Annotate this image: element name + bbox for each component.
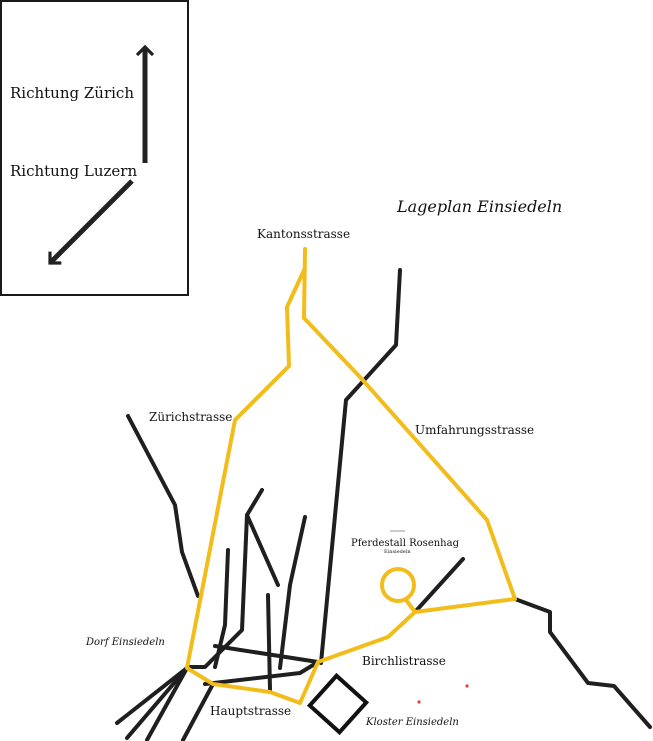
street-hauptstrasse-arc (203, 660, 320, 686)
street-center-4 (266, 593, 272, 692)
poi-dot-2 (465, 684, 469, 688)
street-radial-2 (125, 666, 189, 740)
map-title: Lageplan Einsiedeln (396, 197, 562, 216)
street-radial-3 (145, 666, 189, 741)
street-rosenhag-spur (413, 557, 465, 614)
southwest-arrow-icon (48, 179, 134, 265)
street-west-diagonal (126, 414, 200, 598)
poi-dot-1 (417, 700, 421, 704)
direction-luzern-label: Richtung Luzern (10, 162, 137, 180)
label-kantonsstrasse: Kantonsstrasse (257, 227, 350, 241)
direction-legend: Richtung Zürich Richtung Luzern (0, 0, 189, 296)
street-center-5 (278, 515, 307, 670)
label-zuerichstrasse: Zürichstrasse (149, 410, 232, 424)
label-dorf-einsiedeln: Dorf Einsiedeln (85, 637, 165, 648)
label-hauptstrasse: Hauptstrasse (210, 704, 291, 718)
kantonsstrasse-road (185, 247, 517, 705)
destination-marker-icon (380, 567, 416, 603)
street-east-exit (513, 597, 652, 729)
label-kloster-einsiedeln: Kloster Einsiedeln (365, 717, 459, 728)
label-umfahrungsstrasse: Umfahrungsstrasse (415, 423, 534, 437)
secondary-streets (115, 268, 652, 741)
kloster-building-icon (306, 672, 370, 736)
label-birchlistrasse: Birchlistrasse (362, 654, 446, 668)
direction-zurich-label: Richtung Zürich (10, 84, 134, 102)
street-center-3 (245, 513, 280, 587)
street-radial-1 (115, 666, 189, 725)
street-dorf-link (213, 644, 320, 664)
main-roads (185, 247, 517, 705)
street-center-1 (188, 488, 264, 669)
destination-name: Pferdestall Rosenhag (351, 538, 460, 549)
destination-subname: Einsiedeln (384, 549, 411, 555)
street-center-2 (213, 548, 230, 669)
legend-frame (0, 0, 189, 296)
destination-access-road (404, 598, 417, 614)
street-radial-4 (181, 682, 215, 741)
destination-label: Pferdestall Rosenhag Einsiedeln (351, 530, 460, 555)
street-north-east (319, 268, 402, 665)
